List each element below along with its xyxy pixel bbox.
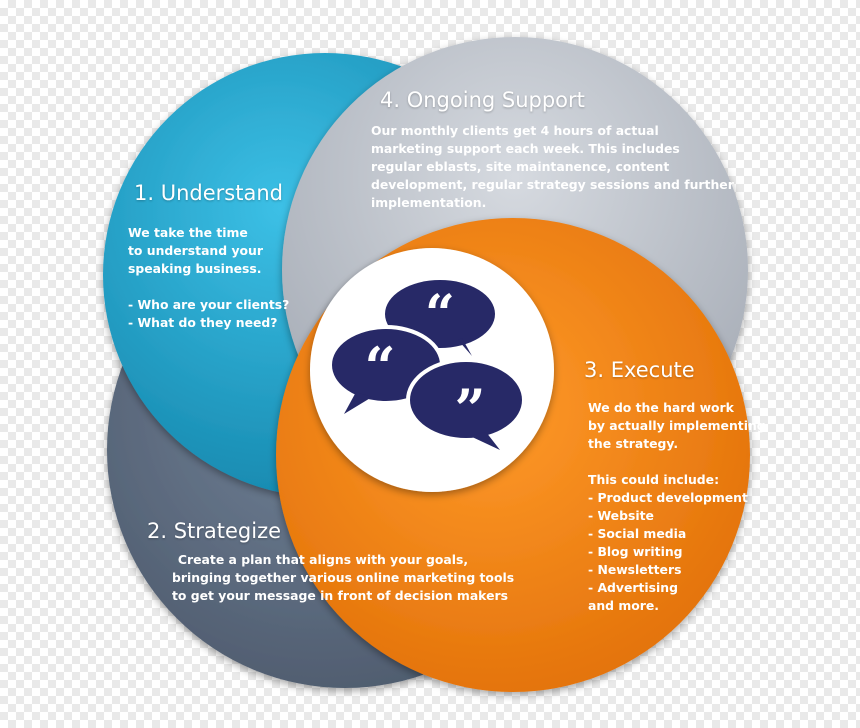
understand-bullet: - What do they need?: [128, 315, 278, 330]
understand-title: 1. Understand: [134, 181, 283, 205]
execute-bullet: - Social media: [588, 526, 687, 541]
understand-bullet: - Who are your clients?: [128, 297, 290, 312]
strategize-text: Create a plan that aligns with your goal…: [172, 551, 515, 605]
strategize-title: 2. Strategize: [147, 519, 282, 543]
understand-text: We take the time to understand your spea…: [128, 224, 289, 332]
understand-line: to understand your: [128, 243, 263, 258]
execute-bullet: - Website: [588, 508, 654, 523]
support-line: implementation.: [371, 195, 487, 210]
svg-text:“: “: [425, 284, 455, 345]
strategize-line: Create a plan that aligns with your goal…: [177, 552, 469, 567]
support-line: regular eblasts, site maintanence, conte…: [371, 159, 670, 174]
understand-line: We take the time: [128, 225, 248, 240]
execute-bullet: - Product development: [588, 490, 748, 505]
strategize-line: to get your message in front of decision…: [172, 588, 508, 603]
strategize-line: bringing together various online marketi…: [172, 570, 515, 585]
execute-title: 3. Execute: [584, 358, 695, 382]
svg-text:”: ”: [454, 377, 485, 441]
execute-line: We do the hard work: [588, 400, 734, 415]
execute-list-title: This could include:: [588, 472, 720, 487]
execute-bullet: and more.: [588, 598, 660, 613]
support-line: development, regular strategy sessions a…: [371, 177, 734, 192]
execute-text: We do the hard work by actually implemen…: [588, 399, 766, 615]
speech-bubbles-quote-icon: “ “ ”: [328, 280, 526, 450]
execute-bullet: - Advertising: [588, 580, 678, 595]
support-line: Our monthly clients get 4 hours of actua…: [371, 123, 659, 138]
support-text: Our monthly clients get 4 hours of actua…: [371, 122, 734, 212]
svg-text:“: “: [364, 335, 395, 399]
execute-line: by actually implementing: [588, 418, 766, 433]
execute-bullet: - Newsletters: [588, 562, 682, 577]
support-title: 4. Ongoing Support: [380, 88, 585, 112]
execute-line: the strategy.: [588, 436, 679, 451]
execute-bullet: - Blog writing: [588, 544, 683, 559]
understand-line: speaking business.: [128, 261, 262, 276]
support-line: marketing support each week. This includ…: [371, 141, 680, 156]
